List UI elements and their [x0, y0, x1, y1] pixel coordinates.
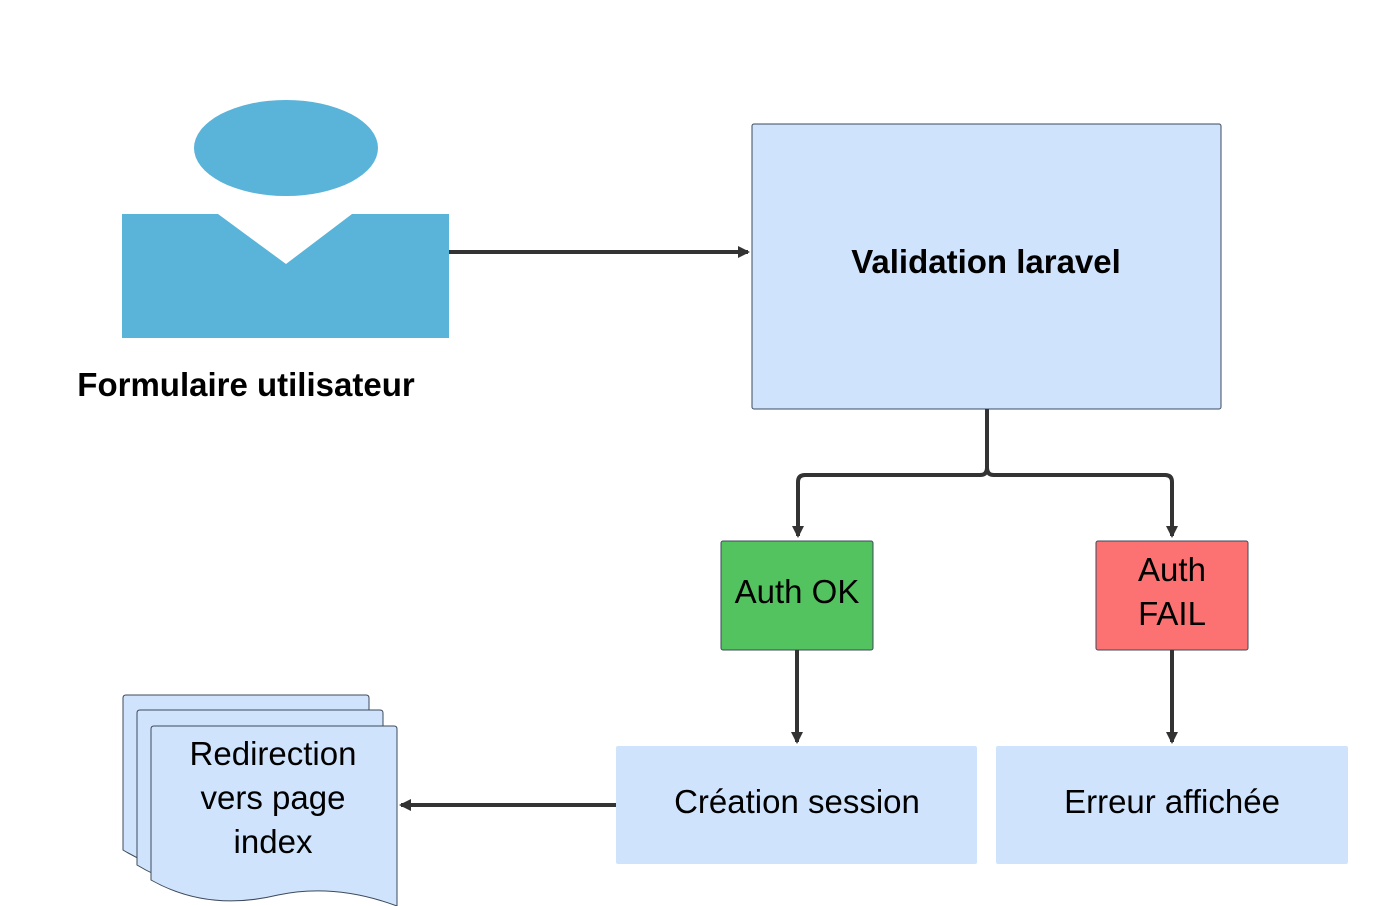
multi-document-icon: Redirection vers page index: [122, 694, 398, 906]
validation-label: Validation laravel: [851, 243, 1121, 280]
creation-session-label: Création session: [674, 783, 920, 820]
validation-node: Validation laravel: [751, 123, 1222, 410]
auth-ok-label: Auth OK: [735, 573, 860, 610]
connector-validation-to-fail: [985, 467, 1178, 538]
redirection-label-line3: index: [234, 823, 313, 860]
user-icon-head: [194, 100, 378, 196]
auth-fail-label-line1: Auth: [1138, 551, 1206, 588]
erreur-label: Erreur affichée: [1064, 783, 1280, 820]
redirection-label-line2: vers page: [201, 779, 346, 816]
connector-validation-split: [792, 409, 989, 538]
user-form-label: Formulaire utilisateur: [77, 366, 415, 403]
creation-session-node: Création session: [616, 746, 977, 864]
creation-session-box: [616, 746, 977, 864]
erreur-box: [996, 746, 1348, 864]
user-icon-body: [122, 214, 449, 338]
user-icon: [122, 100, 449, 338]
auth-ok-node: Auth OK: [720, 540, 874, 651]
document-front: [150, 725, 398, 906]
auth-fail-label-line2: FAIL: [1138, 595, 1206, 632]
redirection-label-line1: Redirection: [190, 735, 357, 772]
erreur-node: Erreur affichée: [996, 746, 1348, 864]
auth-fail-node: Auth FAIL: [1095, 540, 1249, 651]
